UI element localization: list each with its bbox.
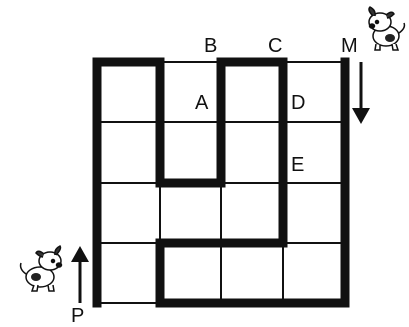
label-a: A bbox=[195, 93, 208, 113]
arrow-up-icon bbox=[71, 246, 89, 303]
puppy-icon bbox=[21, 246, 62, 291]
label-e: E bbox=[291, 155, 304, 175]
label-c: C bbox=[268, 36, 282, 56]
puppy-icon bbox=[369, 7, 404, 50]
label-b: B bbox=[204, 36, 217, 56]
label-m: M bbox=[341, 36, 358, 56]
label-p: P bbox=[71, 306, 84, 326]
arrow-down-icon bbox=[352, 62, 370, 124]
label-d: D bbox=[291, 93, 305, 113]
